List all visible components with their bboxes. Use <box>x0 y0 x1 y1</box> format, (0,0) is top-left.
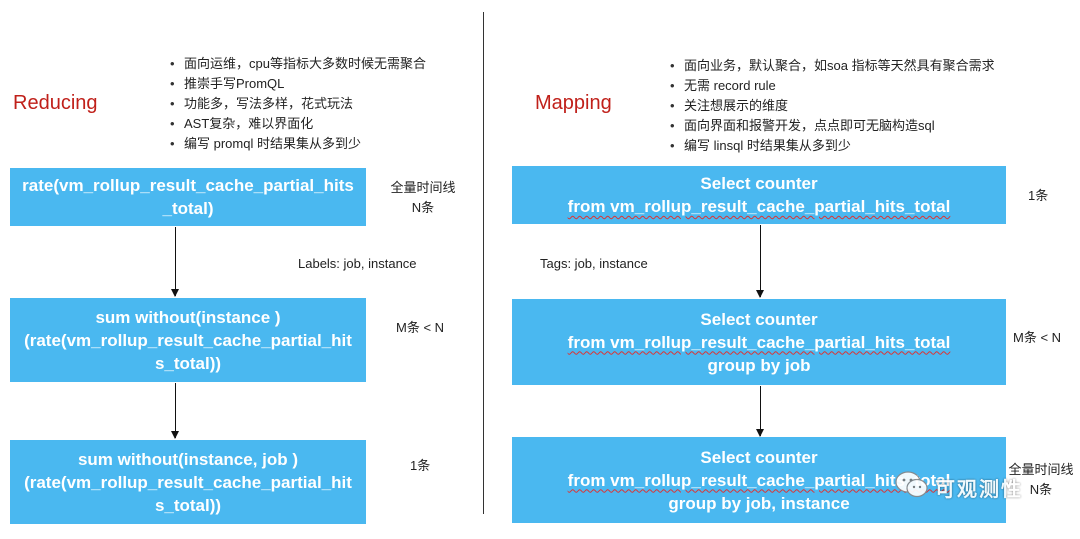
divider <box>483 12 484 514</box>
select-counter-group-by-job-box: Select counter from vm_rollup_result_cac… <box>512 299 1006 385</box>
list-item: 关注想展示的维度 <box>670 96 995 116</box>
one-count-note: 1条 <box>410 458 431 473</box>
list-item: 推崇手写PromQL <box>170 74 426 94</box>
sum-without-instance-box: sum without(instance ) (rate(vm_rollup_r… <box>10 298 366 382</box>
arrow-down <box>171 227 179 297</box>
one-count-note: 1条 <box>1028 188 1049 203</box>
box-line: group by job, instance <box>668 493 850 513</box>
select-counter-box: Select counter from vm_rollup_result_cac… <box>512 166 1006 224</box>
box-line: from vm_rollup_result_cache_partial_hits… <box>567 332 951 352</box>
arrow-down <box>171 383 179 439</box>
box-line: (rate(vm_rollup_result_cache_partial_hit <box>24 472 352 492</box>
note-line: N条 <box>411 200 435 215</box>
note-line: N条 <box>1029 482 1053 497</box>
watermark-text: 可观测性 <box>935 479 1023 501</box>
box-line: sum without(instance, job ) <box>77 449 299 469</box>
rate-box: rate(vm_rollup_result_cache_partial_hits… <box>10 168 366 226</box>
select-counter-group-by-job-instance-box: Select counter from vm_rollup_result_cac… <box>512 437 1006 523</box>
m-count-note: M条 < N <box>1013 330 1062 345</box>
box-line: _total) <box>162 199 214 218</box>
list-item: 面向业务，默认聚合，如soa 指标等天然具有聚合需求 <box>670 56 995 76</box>
mapping-bullet-list: 面向业务，默认聚合，如soa 指标等天然具有聚合需求 无需 record rul… <box>670 56 995 156</box>
sum-without-instance-job-box: sum without(instance, job ) (rate(vm_rol… <box>10 440 366 524</box>
box-line: s_total)) <box>154 495 222 515</box>
box-line: s_total)) <box>154 353 222 373</box>
box-line: (rate(vm_rollup_result_cache_partial_hit <box>24 330 352 350</box>
note-line: 全量时间线 <box>390 180 456 195</box>
watermark: 可观测性 <box>895 470 1023 505</box>
list-item: 功能多，写法多样，花式玩法 <box>170 94 426 114</box>
list-item: AST复杂，难以界面化 <box>170 114 426 134</box>
box-line: from vm_rollup_result_cache_partial_hits… <box>567 470 951 490</box>
wechat-icon <box>895 470 929 505</box>
box-line: sum without(instance ) <box>95 307 281 327</box>
box-line: Select counter <box>700 447 818 467</box>
mapping-title: Mapping <box>535 92 612 114</box>
timeseries-count-note: 全量时间线 N条 <box>385 178 461 218</box>
box-line: rate(vm_rollup_result_cache_partial_hits <box>22 176 354 195</box>
list-item: 编写 linsql 时结果集从多到少 <box>670 136 995 156</box>
arrow-down <box>756 225 764 298</box>
timeseries-count-note: 全量时间线 N条 <box>1004 460 1078 500</box>
list-item: 面向界面和报警开发，点点即可无脑构造sql <box>670 116 995 136</box>
box-line: group by job <box>707 355 811 375</box>
reducing-bullet-list: 面向运维，cpu等指标大多数时候无需聚合 推崇手写PromQL 功能多，写法多样… <box>170 54 426 154</box>
box-line: Select counter <box>700 174 818 193</box>
list-item: 编写 promql 时结果集从多到少 <box>170 134 426 154</box>
note-line: 全量时间线 <box>1008 462 1074 477</box>
tags-note: Tags: job, instance <box>540 256 648 271</box>
arrow-down <box>756 386 764 437</box>
m-count-note: M条 < N <box>396 320 445 335</box>
reducing-title: Reducing <box>13 92 98 114</box>
labels-note: Labels: job, instance <box>298 256 417 271</box>
list-item: 面向运维，cpu等指标大多数时候无需聚合 <box>170 54 426 74</box>
list-item: 无需 record rule <box>670 76 995 96</box>
box-line: from vm_rollup_result_cache_partial_hits… <box>567 197 951 216</box>
box-line: Select counter <box>700 309 818 329</box>
